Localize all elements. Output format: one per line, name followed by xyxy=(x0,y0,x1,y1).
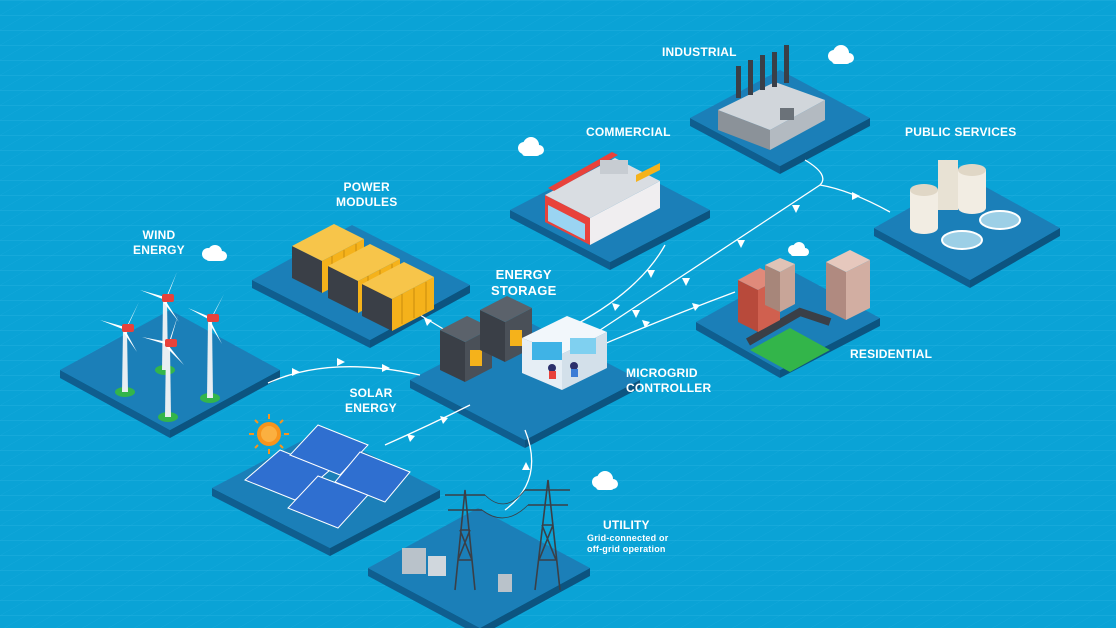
flow-solar-to-storage xyxy=(384,404,471,446)
label-residential-text: RESIDENTIAL xyxy=(850,347,933,361)
arrow xyxy=(382,364,390,372)
label-utility: UTILITY Grid-connected or off-grid opera… xyxy=(587,518,668,555)
wind-turbine-icon xyxy=(188,294,224,403)
label-solar-energy-line2: ENERGY xyxy=(345,401,397,415)
flow-wind-to-storage xyxy=(267,366,421,384)
flow-to-commercial xyxy=(574,244,666,326)
sun-icon xyxy=(249,414,289,454)
arrow xyxy=(337,358,345,366)
cloud-icon xyxy=(828,45,854,64)
solar-panels xyxy=(244,424,411,529)
label-industrial: INDUSTRIAL xyxy=(662,45,737,60)
substation xyxy=(402,548,512,592)
arrow xyxy=(737,240,745,248)
cloud-icon xyxy=(788,242,809,256)
solar-panel-icon xyxy=(289,424,369,476)
label-wind-energy: WIND ENERGY xyxy=(133,228,185,258)
label-energy-storage: ENERGY STORAGE xyxy=(491,267,556,299)
flow-utility-to-storage xyxy=(504,429,533,511)
label-residential: RESIDENTIAL xyxy=(850,347,932,362)
cloud-icon xyxy=(592,471,618,490)
label-wind-energy-line2: ENERGY xyxy=(133,243,185,257)
solar-panel-icon xyxy=(334,451,411,503)
water-tank-icon xyxy=(910,160,1021,250)
building-icon xyxy=(765,258,795,312)
arrow xyxy=(424,318,432,326)
arrow xyxy=(642,320,650,328)
flow-modules-to-storage xyxy=(419,314,446,331)
control-room-icon xyxy=(522,316,607,390)
building-icon xyxy=(826,250,870,320)
arrow xyxy=(632,310,640,318)
arrow xyxy=(440,416,448,424)
wind-turbines xyxy=(100,272,224,422)
cloud-icon xyxy=(518,137,544,156)
residential-buildings xyxy=(738,250,870,372)
arrow xyxy=(407,434,415,442)
arrow xyxy=(292,368,300,376)
arrow xyxy=(792,205,800,213)
label-commercial-text: COMMERCIAL xyxy=(586,125,671,139)
label-utility-desc-line1: Grid-connected or xyxy=(587,533,669,543)
wind-turbine-icon xyxy=(142,315,184,422)
arrow xyxy=(692,303,700,311)
transmission-tower-icon xyxy=(525,479,570,591)
label-microgrid-controller: MICROGRID CONTROLLER xyxy=(626,366,711,396)
label-solar-energy-line1: SOLAR xyxy=(349,386,393,400)
power-line xyxy=(481,489,529,519)
arrow xyxy=(522,462,530,470)
label-commercial: COMMERCIAL xyxy=(586,125,671,140)
battery-container-icon xyxy=(362,262,434,331)
label-wind-energy-line1: WIND xyxy=(142,228,176,242)
arrow xyxy=(852,192,860,200)
label-public-services: PUBLIC SERVICES xyxy=(905,125,1016,140)
building-icon xyxy=(545,152,660,245)
factory-icon xyxy=(718,45,825,150)
label-power-modules-line2: MODULES xyxy=(336,195,398,209)
label-power-modules-line1: POWER xyxy=(343,180,390,194)
power-modules xyxy=(292,224,434,331)
label-microgrid-controller-line1: MICROGRID xyxy=(626,366,698,380)
label-utility-desc-line2: off-grid operation xyxy=(587,544,666,554)
transmission-towers xyxy=(445,479,570,591)
label-public-services-text: PUBLIC SERVICES xyxy=(905,125,1017,139)
wind-turbine-icon xyxy=(100,302,139,397)
clouds xyxy=(202,45,854,490)
label-solar-energy: SOLAR ENERGY xyxy=(345,386,397,416)
utility-platform xyxy=(368,508,590,628)
arrow xyxy=(682,278,690,286)
label-energy-storage-line1: ENERGY xyxy=(495,267,552,282)
arrow xyxy=(612,303,620,311)
label-utility-title: UTILITY xyxy=(603,518,650,532)
label-industrial-text: INDUSTRIAL xyxy=(662,45,737,59)
flow-arrows xyxy=(292,192,860,470)
arrow xyxy=(647,270,655,278)
label-microgrid-controller-line2: CONTROLLER xyxy=(626,381,712,395)
label-energy-storage-line2: STORAGE xyxy=(491,283,557,298)
label-power-modules: POWER MODULES xyxy=(336,180,397,210)
cloud-icon xyxy=(202,245,227,261)
transmission-tower-icon xyxy=(445,489,485,591)
